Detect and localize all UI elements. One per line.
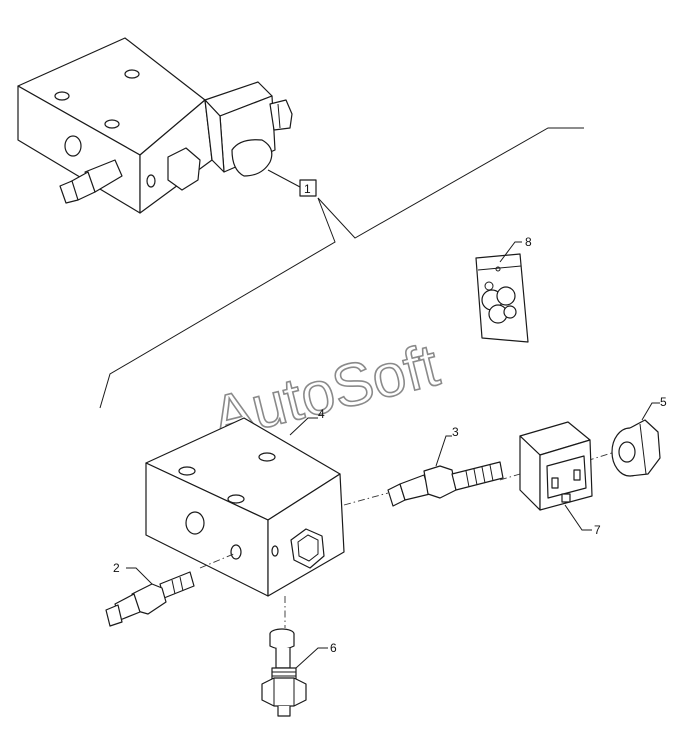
callout-1: 1 — [304, 182, 311, 196]
callout-5: 5 — [660, 395, 667, 409]
assembly-hex-plug — [167, 147, 201, 191]
plug-hex — [261, 677, 307, 707]
cartridge-hex — [423, 465, 457, 499]
seal-kit-bag: 8 — [475, 235, 532, 343]
cartridge-valve: 3 — [387, 425, 504, 507]
coil-nut: 5 — [611, 395, 667, 477]
relief-cartridge: 2 — [105, 561, 195, 627]
solenoid-coil: 7 — [519, 421, 601, 537]
assembly-callout-box — [299, 179, 317, 197]
callout-2: 2 — [113, 561, 120, 575]
valve-assembly: 1 — [17, 37, 317, 214]
cartridge-stem — [451, 461, 504, 491]
callout-8: 8 — [525, 235, 532, 249]
callout-3: 3 — [452, 425, 459, 439]
callout-4: 4 — [318, 407, 325, 421]
assembly-coil-nut — [269, 99, 293, 131]
valve-block: 4 — [145, 407, 345, 597]
break-line-upper — [317, 127, 584, 239]
callout-6: 6 — [330, 641, 337, 655]
assembly-coil-cap — [231, 139, 273, 177]
callout-7: 7 — [594, 523, 601, 537]
plug-fitting: 6 — [261, 628, 337, 717]
break-line-lower — [99, 197, 336, 409]
